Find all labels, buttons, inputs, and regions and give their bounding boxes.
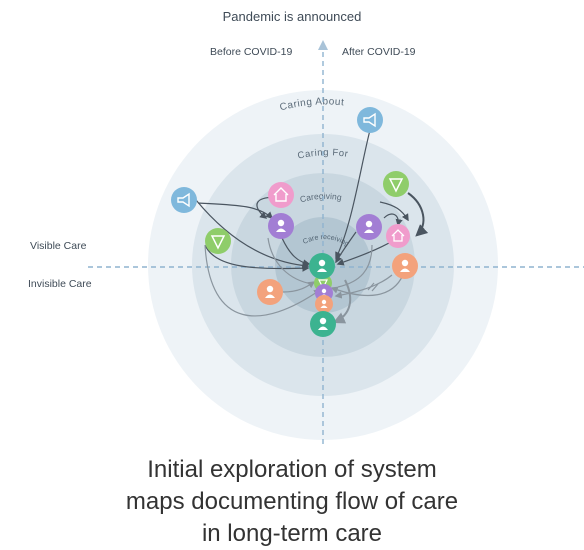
figure-caption: Initial exploration of system maps docum… <box>0 454 584 550</box>
caption-line-1: Initial exploration of system <box>147 456 437 483</box>
label-after-covid: After COVID-19 <box>342 46 416 58</box>
caption-line-2: maps documenting flow of care <box>125 488 459 515</box>
person-node-teal <box>309 253 335 279</box>
ring-label-caregiving: Caregiving <box>299 191 343 205</box>
axis-top-label: Pandemic is announced <box>222 9 362 24</box>
home-node <box>386 224 410 248</box>
caption-line-3: in long-term care <box>201 520 383 547</box>
axis-arrowhead <box>318 40 328 50</box>
person-node-orange <box>315 295 333 313</box>
label-invisible-care: Invisible Care <box>28 278 92 290</box>
label-before-covid: Before COVID-19 <box>210 46 293 58</box>
home-node <box>268 182 294 208</box>
label-visible-care: Visible Care <box>30 240 87 252</box>
person-node-purple <box>268 213 294 239</box>
person-node-purple <box>356 214 382 240</box>
person-node-orange <box>257 279 283 305</box>
megaphone-node <box>171 187 197 213</box>
person-node-teal <box>310 311 336 337</box>
megaphone-node <box>357 107 383 133</box>
person-node-orange <box>392 253 418 279</box>
shield-node <box>205 228 231 254</box>
shield-node <box>383 171 409 197</box>
